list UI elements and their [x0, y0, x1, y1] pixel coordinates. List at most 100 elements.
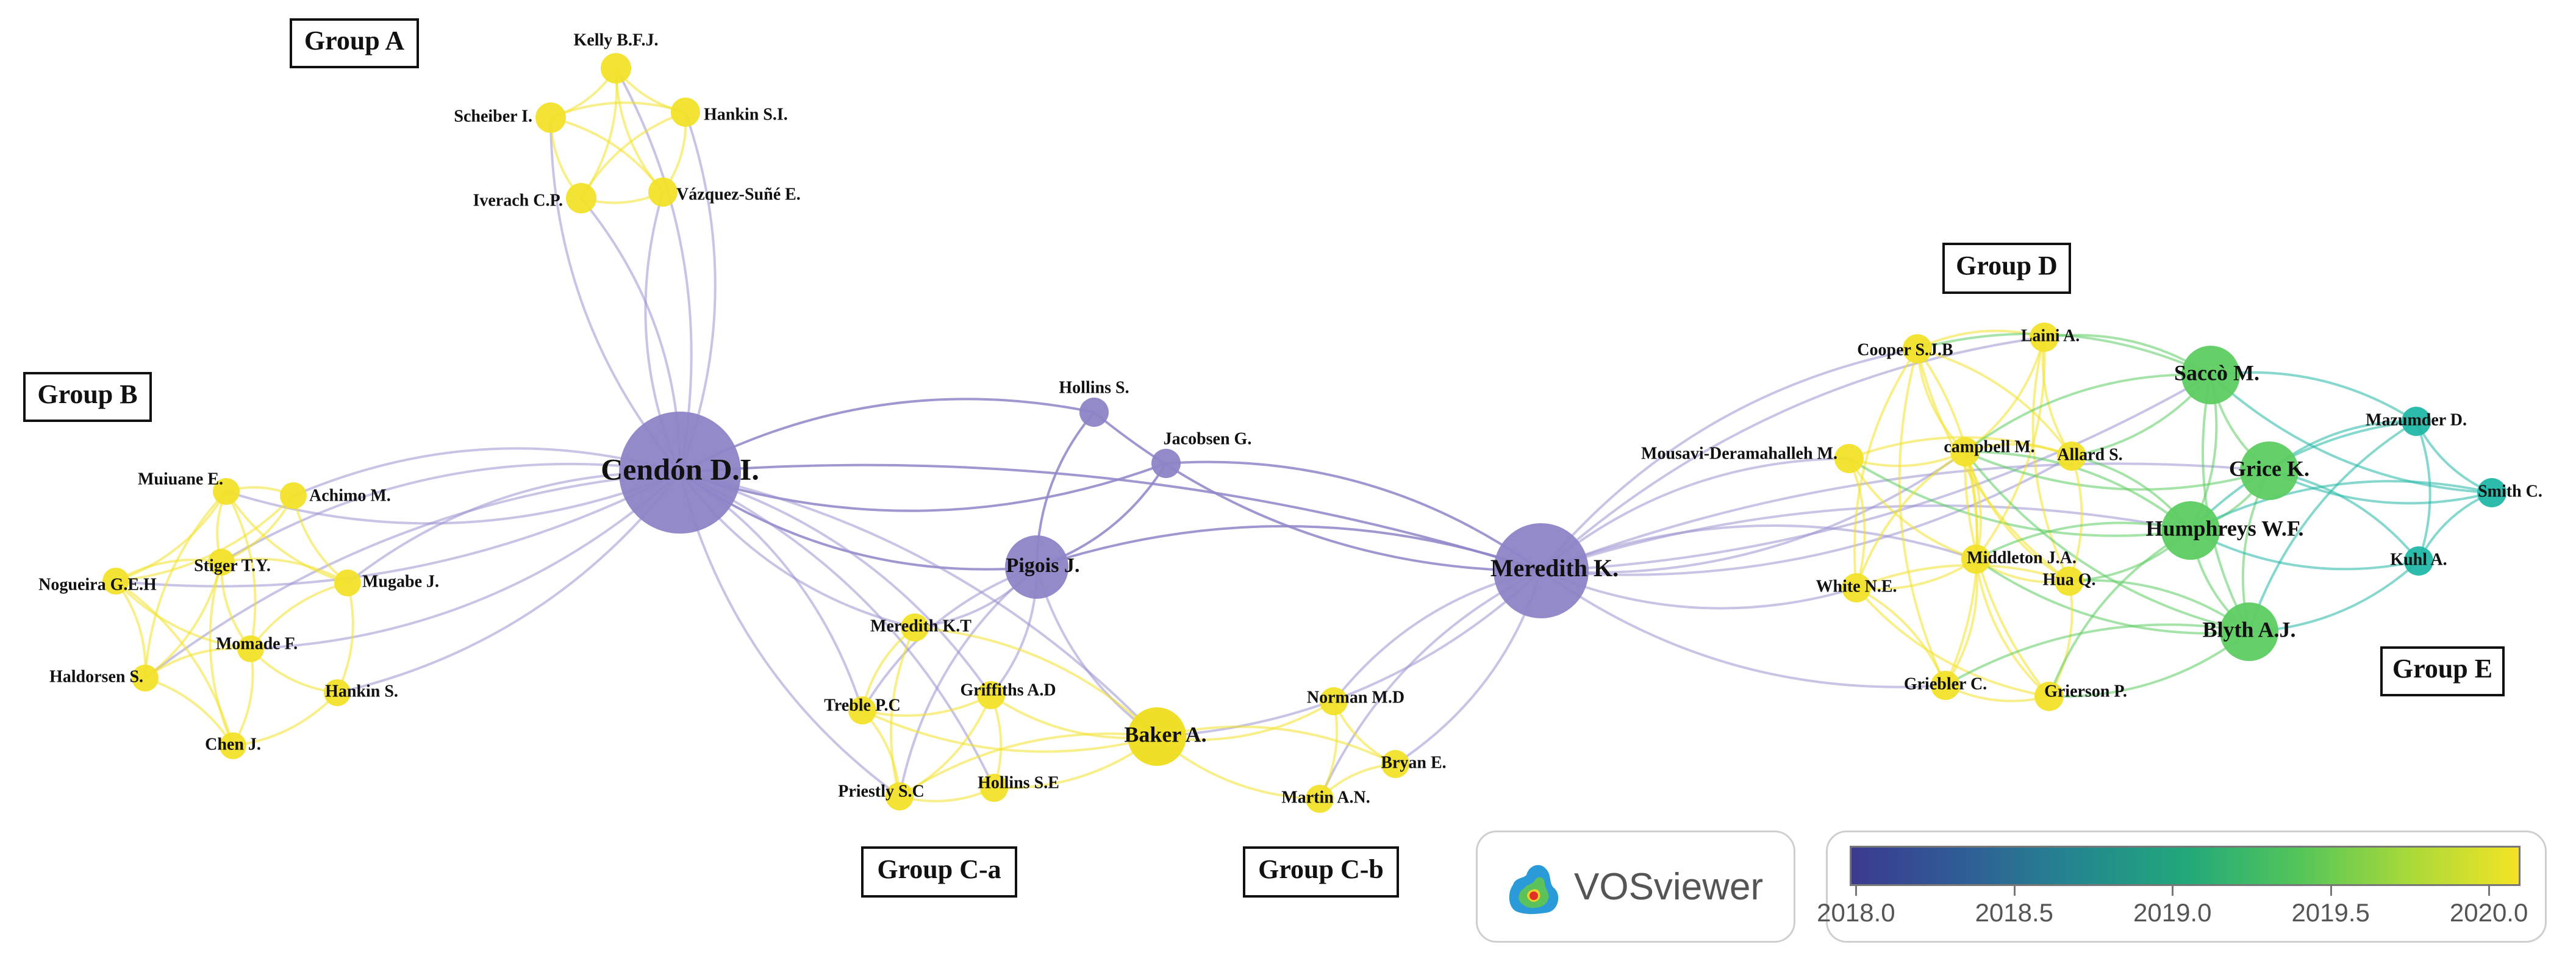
node-smith[interactable]	[2477, 478, 2506, 507]
node-sacco[interactable]	[2181, 346, 2240, 404]
node-scheiber[interactable]	[535, 102, 566, 133]
edge-cendon-jacobsen	[679, 462, 1167, 512]
edge-allard-hua	[2068, 455, 2083, 582]
edge-meredithk-cooper	[1540, 348, 1918, 572]
node-kelly[interactable]	[601, 53, 631, 84]
node-bryan[interactable]	[1381, 750, 1409, 778]
node-label-kelly: Kelly B.F.J.	[574, 30, 659, 49]
node-vazquez[interactable]	[648, 177, 678, 207]
edge-mugabe-hankin_s	[336, 582, 354, 693]
node-label-iverach: Iverach C.P.	[473, 191, 563, 210]
node-mousavi[interactable]	[1834, 444, 1864, 473]
edge-scheiber-hankin_si	[550, 101, 686, 119]
node-label-meredith_kt: Meredith K.T	[870, 616, 971, 635]
edge-cooper-allard	[1917, 348, 2073, 457]
group-box-frame	[1942, 243, 2071, 294]
node-hua[interactable]	[2055, 566, 2084, 596]
node-label-scheiber: Scheiber I.	[454, 107, 532, 126]
network-nodes	[102, 53, 2506, 813]
node-mazumder[interactable]	[2402, 407, 2431, 436]
node-nogueira[interactable]	[102, 568, 129, 595]
node-meredith_kt[interactable]	[901, 613, 929, 641]
node-jacobsen[interactable]	[1151, 449, 1181, 478]
edge-white-griebler	[1856, 587, 1947, 686]
vosviewer-brand-name: VOSviewer	[1574, 865, 1764, 908]
edge-cendon-hollins_s	[679, 398, 1095, 474]
node-middleton[interactable]	[1961, 545, 1991, 574]
node-cooper[interactable]	[1903, 334, 1932, 363]
node-hollins_s[interactable]	[1079, 398, 1109, 427]
edge-campbell-grierson	[1963, 451, 2050, 698]
edge-stiger-chen	[209, 562, 234, 746]
node-cendon[interactable]	[619, 412, 741, 534]
edge-grice-smith	[2269, 470, 2492, 505]
edge-griffiths-priestly	[899, 695, 992, 798]
edge-humphreys-kuhl	[2190, 529, 2419, 571]
node-treble[interactable]	[848, 696, 876, 724]
edge-kelly-vazquez	[615, 68, 664, 193]
node-label-momade: Momade F.	[216, 634, 298, 653]
edge-middleton-blyth	[1975, 558, 2250, 635]
node-hankin_si[interactable]	[671, 98, 700, 127]
node-label-pigois: Pigois J.	[1006, 554, 1080, 577]
node-humphreys[interactable]	[2161, 501, 2220, 560]
node-muiuane[interactable]	[213, 478, 240, 505]
group-box-frame	[290, 18, 419, 68]
edge-scheiber-vazquez	[550, 116, 664, 193]
node-haldorsen[interactable]	[132, 665, 159, 691]
node-iverach[interactable]	[566, 183, 596, 213]
edge-momade-haldorsen	[144, 647, 251, 679]
node-allard[interactable]	[2057, 441, 2086, 471]
node-label-laini: Laini A.	[2021, 326, 2080, 345]
node-blyth[interactable]	[2220, 602, 2278, 661]
node-label-allard: Allard S.	[2057, 445, 2122, 464]
node-hollins_se[interactable]	[980, 774, 1008, 802]
edge-campbell-white	[1855, 451, 1966, 588]
network-labels: Cendón D.I.Meredith K.Pigois J.Hollins S…	[38, 30, 2542, 807]
node-label-baker: Baker A.	[1124, 722, 1206, 746]
node-achimo[interactable]	[280, 482, 307, 509]
node-label-vazquez: Vázquez-Suñé E.	[676, 185, 801, 204]
edge-griebler-blyth	[1945, 623, 2250, 687]
node-white[interactable]	[1842, 573, 1871, 602]
node-norman[interactable]	[1320, 687, 1348, 715]
edge-muiuane-haldorsen	[144, 490, 227, 679]
group-box-1: Group A	[290, 18, 419, 68]
node-mugabe[interactable]	[334, 570, 361, 596]
group-box-3: Group C-a	[861, 846, 1017, 898]
node-label-bryan: Bryan E.	[1381, 753, 1446, 772]
node-baker[interactable]	[1128, 707, 1186, 766]
node-label-hankin_s: Hankin S.	[325, 682, 398, 701]
node-griebler[interactable]	[1931, 671, 1960, 700]
node-label-blyth: Blyth A.J.	[2202, 617, 2295, 641]
scale-tick-mark	[2330, 886, 2332, 896]
node-meredithk[interactable]	[1494, 523, 1589, 618]
node-label-mousavi: Mousavi-Deramahalleh M.	[1641, 444, 1837, 463]
scale-tick-label: 2018.0	[1817, 898, 1895, 927]
edge-cendon-haldorsen	[144, 471, 681, 679]
node-grice[interactable]	[2240, 441, 2299, 500]
node-priestly[interactable]	[886, 782, 914, 810]
node-label-stiger: Stiger T.Y.	[194, 556, 271, 575]
node-label-chen: Chen J.	[205, 735, 261, 754]
node-grierson[interactable]	[2034, 682, 2064, 711]
node-griffiths[interactable]	[977, 681, 1005, 709]
node-kuhl[interactable]	[2404, 546, 2433, 576]
node-hankin_s[interactable]	[324, 679, 351, 706]
node-momade[interactable]	[237, 635, 264, 662]
node-label-mugabe: Mugabe J.	[362, 572, 439, 591]
node-laini[interactable]	[2030, 323, 2059, 352]
node-chen[interactable]	[220, 732, 246, 759]
edge-campbell-sacco	[1964, 373, 2211, 453]
edge-cooper-hua	[1916, 348, 2070, 582]
node-label-hollins_s: Hollins S.	[1059, 378, 1129, 397]
node-label-middleton: Middleton J.A.	[1967, 548, 2077, 567]
node-pigois[interactable]	[1005, 535, 1068, 599]
node-stiger[interactable]	[208, 549, 235, 576]
node-campbell[interactable]	[1950, 437, 1980, 466]
node-martin[interactable]	[1306, 785, 1334, 813]
color-scale-gradient	[1850, 846, 2521, 886]
node-label-muiuane: Muiuane E.	[138, 470, 223, 488]
edge-meredithk-middleton	[1540, 524, 1977, 572]
edge-muiuane-mugabe	[225, 490, 348, 584]
